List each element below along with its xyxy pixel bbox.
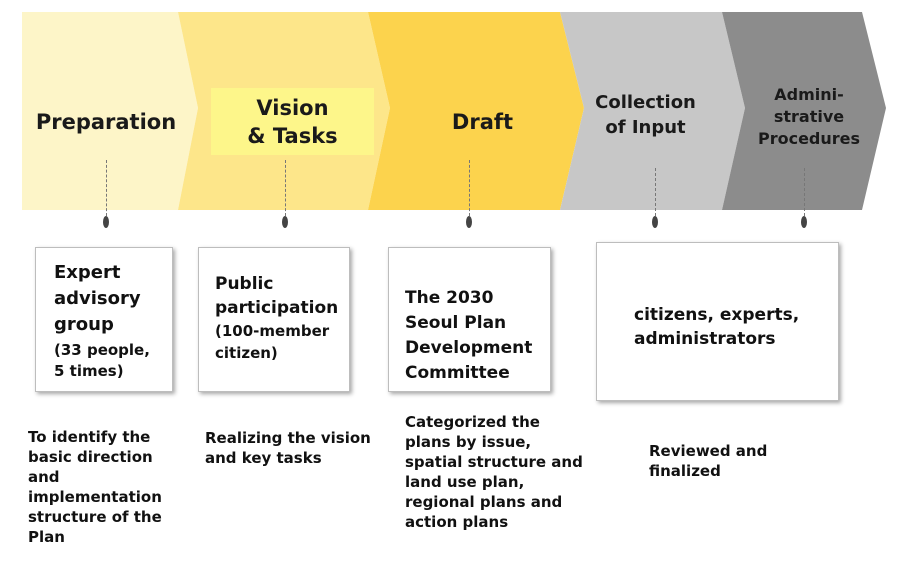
box-title: The 2030 Seoul Plan Development Committe… — [405, 288, 533, 383]
stage-label-administrative: Admini- strative Procedures — [757, 85, 861, 148]
connector-draft — [469, 160, 470, 216]
note-preparation: To identify the basic direction and impl… — [28, 428, 162, 546]
connector-administrative — [804, 168, 805, 216]
stage-arrow-administrative — [722, 12, 886, 210]
stage-arrow-preparation — [22, 12, 198, 210]
stage-label-vision: Vision & Tasks — [247, 96, 338, 148]
connector-dot-draft — [466, 216, 472, 228]
stage-vision-highlight — [211, 88, 374, 155]
stage-arrow-collection — [560, 12, 745, 210]
box-citizens-experts: citizens, experts, administrators — [596, 242, 839, 401]
connector-dot-preparation — [103, 216, 109, 228]
connector-dot-administrative — [801, 216, 807, 228]
process-arrow-bar — [22, 12, 886, 210]
stage-label-collection: Collection of Input — [595, 92, 696, 138]
note-collection: Reviewed and finalized — [649, 442, 768, 480]
connector-vision — [285, 160, 286, 216]
connector-dot-vision — [282, 216, 288, 228]
stage-label-preparation: Preparation — [35, 110, 177, 134]
connector-dot-collection — [652, 216, 658, 228]
box-title: citizens, experts, administrators — [634, 305, 800, 349]
box-seoul-plan-committee: The 2030 Seoul Plan Development Committe… — [388, 247, 551, 392]
box-detail: (33 people, 5 times) — [54, 341, 150, 380]
box-title: Expert advisory group — [54, 262, 141, 335]
stage-arrow-draft — [368, 12, 584, 210]
connector-preparation — [106, 160, 107, 216]
stage-label-draft: Draft — [451, 110, 514, 134]
connector-collection — [655, 168, 656, 216]
note-draft: Categorized the plans by issue, spatial … — [405, 413, 583, 531]
box-expert-advisory-group: Expert advisory group (33 people, 5 time… — [35, 247, 173, 392]
box-title: Public participation — [215, 274, 339, 318]
box-detail: (100-member citizen) — [215, 322, 330, 362]
box-public-participation: Public participation (100-member citizen… — [198, 247, 350, 392]
note-vision: Realizing the vision and key tasks — [205, 429, 371, 467]
